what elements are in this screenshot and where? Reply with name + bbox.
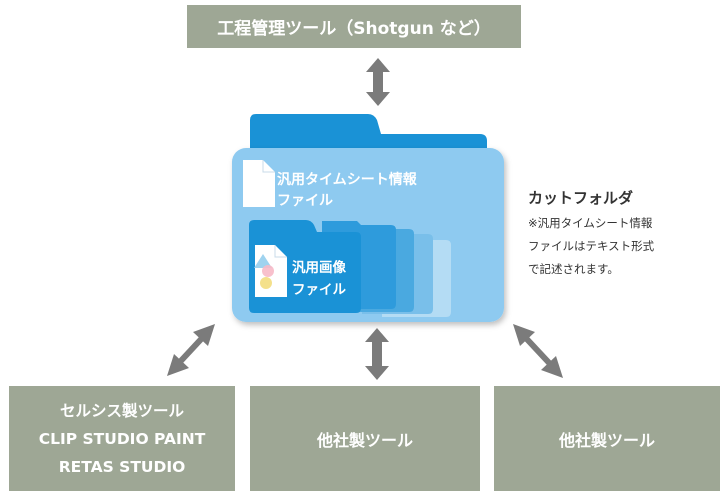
celsys-tools-line: セルシス製ツール	[59, 401, 184, 420]
cut-note-line: ファイルはテキスト形式	[528, 239, 655, 253]
arrow-top-vertical	[366, 58, 390, 106]
arrow-right-diagonal	[513, 324, 563, 378]
timesheet-file-label: 汎用タイムシート情報 ファイル	[277, 170, 417, 212]
image-folders-stack	[249, 220, 451, 317]
celsys-tools-line: CLIP STUDIO PAINT	[38, 429, 206, 448]
image-file-icon	[254, 245, 287, 297]
image-file-label: 汎用画像 ファイル	[292, 257, 346, 301]
arrow-middle-vertical	[365, 328, 389, 380]
celsys-tools-line: RETAS STUDIO	[58, 457, 186, 476]
celsys-tools-box: セルシス製ツール CLIP STUDIO PAINT RETAS STUDIO	[9, 386, 235, 491]
image-label-line: ファイル	[292, 282, 346, 298]
process-management-tool-box: 工程管理ツール（Shotgun など）	[187, 5, 521, 48]
other-tools-box-middle: 他社製ツール	[250, 386, 480, 491]
image-label-line: 汎用画像	[292, 260, 346, 276]
timesheet-label-line: ファイル	[277, 193, 333, 209]
cut-folder-note: ※汎用タイムシート情報 ファイルはテキスト形式 で記述されます。	[528, 212, 654, 281]
other-tools-box-right: 他社製ツール	[494, 386, 720, 491]
document-icon	[243, 160, 275, 207]
other-tools-label: 他社製ツール	[316, 430, 413, 450]
cut-note-line: で記述されます。	[528, 262, 619, 276]
process-management-tool-label: 工程管理ツール（Shotgun など）	[217, 19, 491, 39]
other-tools-label: 他社製ツール	[558, 430, 655, 450]
cut-note-line: ※汎用タイムシート情報	[528, 216, 653, 230]
timesheet-label-line: 汎用タイムシート情報	[277, 172, 417, 188]
arrow-left-diagonal	[167, 324, 215, 376]
cut-folder-title: カットフォルダ	[528, 189, 634, 207]
